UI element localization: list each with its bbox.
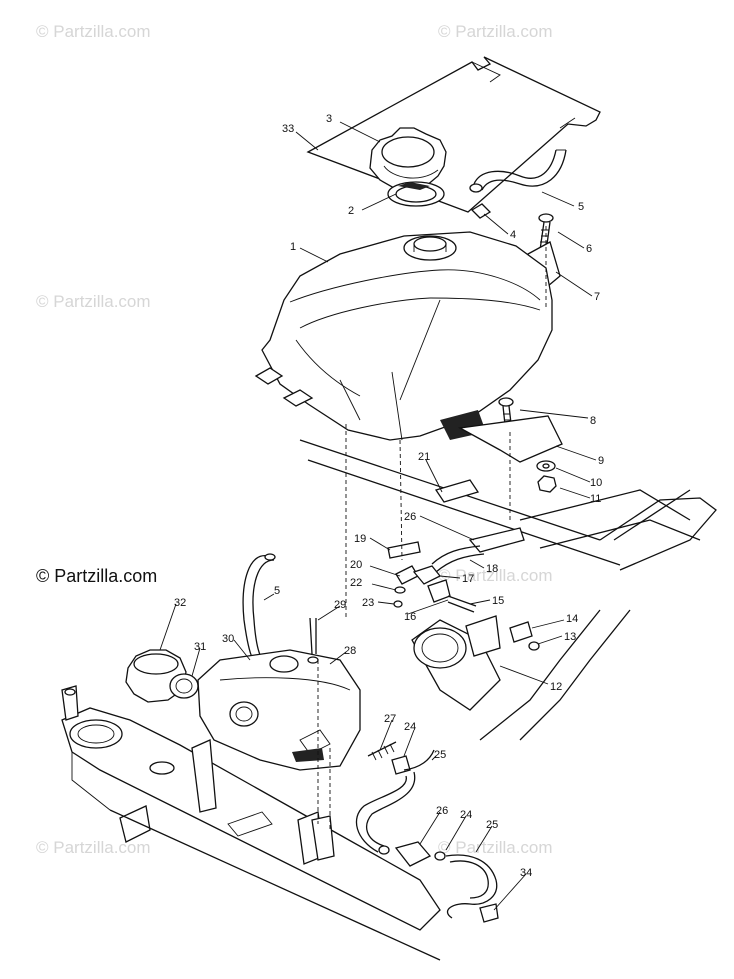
- watermark: © Partzilla.com: [438, 566, 553, 585]
- gasket-sheet: [306, 56, 601, 213]
- callout-31: 31: [194, 641, 206, 653]
- callout-1: 1: [290, 241, 296, 253]
- callout-34: 34: [520, 867, 532, 879]
- callout-16: 16: [404, 611, 416, 623]
- callout-26-lower: 26: [436, 805, 448, 817]
- callout-33: 33: [282, 123, 294, 135]
- pad: [434, 479, 480, 503]
- filler-cap-upper: [369, 127, 447, 191]
- callout-5-lower: 5: [274, 585, 280, 597]
- strap-bracket: [457, 415, 563, 463]
- gasket-lower: [169, 673, 199, 699]
- washer: [536, 460, 556, 472]
- callout-14: 14: [566, 613, 578, 625]
- callout-3: 3: [326, 113, 332, 125]
- callout-7: 7: [594, 291, 600, 303]
- air-intake: [411, 615, 501, 711]
- lower-chassis: [61, 685, 441, 961]
- callout-32: 32: [174, 597, 186, 609]
- callout-25-lower: 25: [486, 819, 498, 831]
- callout-15: 15: [492, 595, 504, 607]
- callout-20: 20: [350, 559, 362, 571]
- callout-5: 5: [578, 201, 584, 213]
- callout-17: 17: [462, 573, 474, 585]
- callout-24-lower: 24: [460, 809, 472, 821]
- callout-2: 2: [348, 205, 354, 217]
- callout-18: 18: [486, 563, 498, 575]
- callout-23: 23: [362, 597, 374, 609]
- watermark: © Partzilla.com: [438, 22, 553, 41]
- fuel-valve-assembly: [387, 527, 525, 613]
- gasket-ring: [387, 181, 445, 207]
- leader-lines: [159, 121, 597, 911]
- watermark: © Partzilla.com: [36, 292, 151, 311]
- alignment-lines: [317, 226, 547, 830]
- callout-25: 25: [434, 749, 446, 761]
- callout-30: 30: [222, 633, 234, 645]
- nut-side: [528, 641, 540, 651]
- callout-10: 10: [590, 477, 602, 489]
- nut: [537, 475, 557, 493]
- callout-24: 24: [404, 721, 416, 733]
- callout-27: 27: [384, 713, 396, 725]
- callout-12: 12: [550, 681, 562, 693]
- bolt-side: [509, 621, 533, 643]
- callout-21: 21: [418, 451, 430, 463]
- watermark-main: © Partzilla.com: [36, 566, 158, 586]
- callout-9: 9: [598, 455, 604, 467]
- callout-labels: 1 2 3 4 5 6 7 8 9 10 11 12 13 14 15 16 1…: [174, 113, 604, 879]
- hose-clamp-upper: [470, 203, 492, 219]
- callout-8: 8: [590, 415, 596, 427]
- watermark: © Partzilla.com: [36, 22, 151, 41]
- callout-4: 4: [510, 229, 516, 241]
- callout-26: 26: [404, 511, 416, 523]
- callout-19: 19: [354, 533, 366, 545]
- fuel-line-assembly: [355, 741, 499, 923]
- callout-13: 13: [564, 631, 576, 643]
- frame-rails-upper: [299, 439, 717, 741]
- callout-22: 22: [350, 577, 362, 589]
- callout-28: 28: [344, 645, 356, 657]
- vent-hose-upper: [469, 149, 567, 193]
- fuel-tank-lower: [197, 649, 361, 771]
- watermark: © Partzilla.com: [438, 838, 553, 857]
- fuel-tank: [254, 231, 553, 441]
- watermark: © Partzilla.com: [36, 838, 151, 857]
- callout-6: 6: [586, 243, 592, 255]
- callout-11: 11: [590, 493, 601, 505]
- callout-29: 29: [334, 599, 346, 611]
